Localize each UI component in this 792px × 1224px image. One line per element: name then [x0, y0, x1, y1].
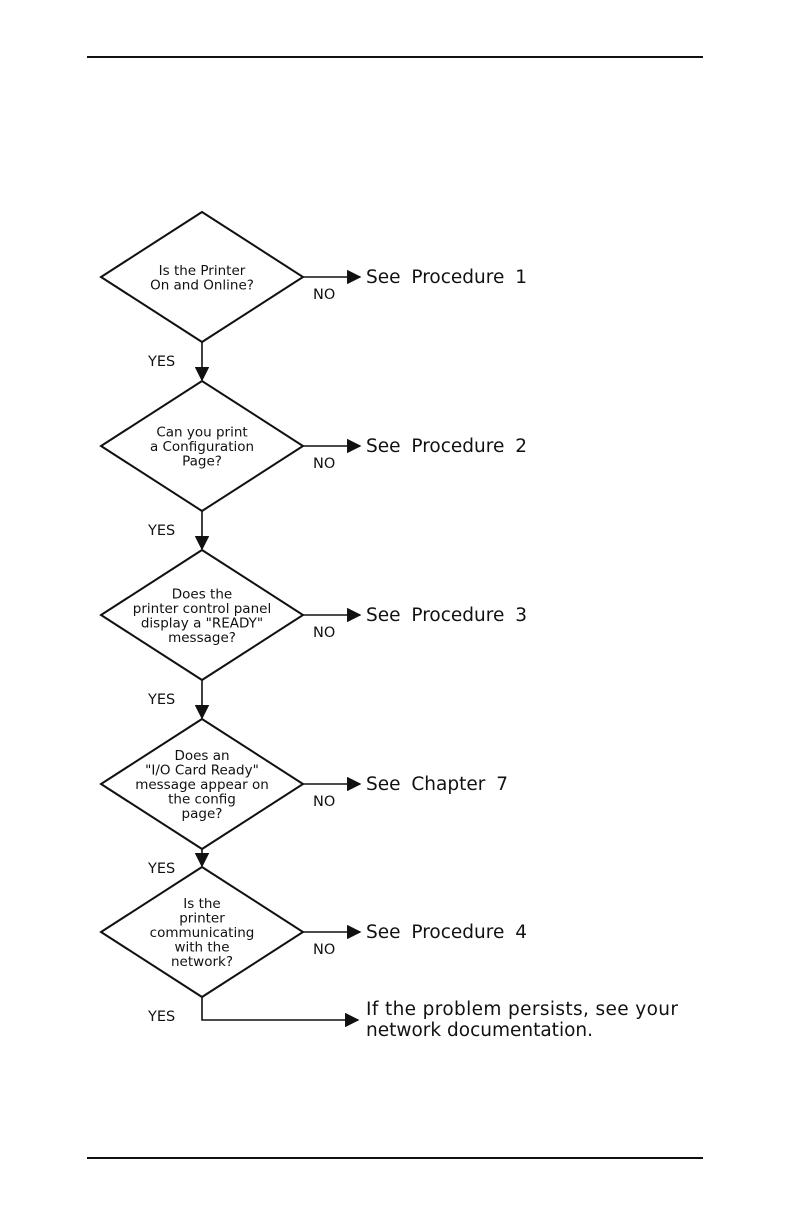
question-line: Is the	[183, 896, 220, 912]
no-label-5: NO	[313, 942, 335, 958]
question-line: message appear on	[135, 777, 269, 793]
question-line: printer	[179, 911, 225, 927]
footer-rule	[87, 1157, 703, 1159]
question-line: message?	[168, 630, 236, 646]
no-label-1: NO	[313, 287, 335, 303]
no-label-2: NO	[313, 456, 335, 472]
question-line: communicating	[150, 925, 255, 941]
question-line: the config	[168, 792, 236, 808]
question-line: display a "READY"	[141, 615, 263, 631]
no-action-1: See Procedure 1	[366, 267, 527, 288]
yes-label-2: YES	[147, 523, 175, 539]
decision-question-4: Does an"I/O Card Ready"message appear on…	[135, 748, 269, 822]
final-action-line: network documentation.	[366, 1020, 593, 1041]
question-line: a Configuration	[150, 439, 254, 455]
question-line: printer control panel	[133, 601, 271, 617]
no-action-2: See Procedure 2	[366, 436, 527, 457]
no-label-4: NO	[313, 794, 335, 810]
question-line: "I/O Card Ready"	[145, 763, 259, 779]
question-line: network?	[171, 954, 233, 970]
no-action-4: See Chapter 7	[366, 774, 508, 795]
no-action-5: See Procedure 4	[366, 922, 527, 943]
no-label-3: NO	[313, 625, 335, 641]
question-line: with the	[174, 940, 229, 956]
question-line: page?	[182, 806, 223, 822]
final-action-line: If the problem persists, see your	[366, 999, 678, 1020]
question-line: Can you print	[156, 425, 247, 441]
yes-label-3: YES	[147, 692, 175, 708]
yes-label-4: YES	[147, 861, 175, 877]
question-line: Does the	[172, 586, 232, 602]
question-line: On and Online?	[150, 277, 254, 293]
yes-label-1: YES	[147, 354, 175, 370]
question-line: Does an	[174, 748, 229, 764]
yes-arrow-5	[201, 997, 360, 1028]
header-rule	[87, 56, 703, 58]
no-action-3: See Procedure 3	[366, 605, 527, 626]
yes-label-5: YES	[147, 1009, 175, 1025]
question-line: Page?	[182, 454, 222, 470]
question-line: Is the Printer	[159, 263, 246, 279]
